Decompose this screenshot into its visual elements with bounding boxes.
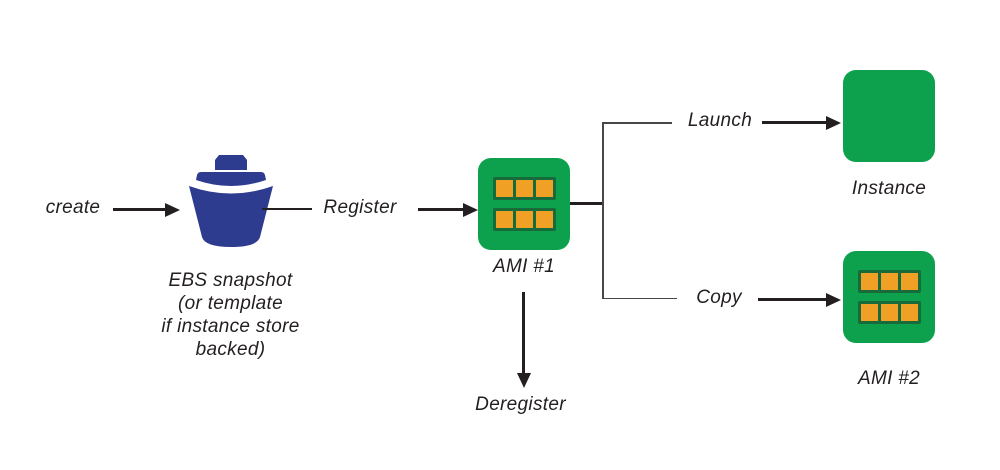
ami-1-label: AMI #1 [493, 256, 555, 277]
bucket-register-line [262, 208, 312, 210]
chip [515, 180, 533, 197]
arrowhead-icon [826, 292, 841, 307]
arrow-shaft [113, 208, 165, 211]
bucket-icon [189, 155, 273, 247]
register-arrow [418, 202, 478, 217]
create-arrow [113, 202, 180, 217]
chip [900, 304, 918, 321]
chip [900, 273, 918, 290]
launch-branch-line [602, 122, 672, 124]
ebs-caption-line-1: EBS snapshot [168, 270, 293, 291]
ami-2-label: AMI #2 [858, 368, 920, 389]
copy-arrow [758, 292, 841, 307]
ebs-caption-line-4: backed) [195, 339, 266, 360]
chip-row [857, 301, 921, 324]
copy-branch-line [602, 297, 677, 299]
arrow-shaft [758, 298, 826, 301]
ami-branch-stub-line [570, 202, 603, 205]
arrowhead-icon [463, 202, 478, 217]
launch-arrow [762, 115, 841, 130]
chip [860, 273, 878, 290]
create-label: create [45, 197, 101, 218]
arrow-shaft [762, 121, 826, 124]
ami-2-icon [843, 251, 935, 343]
chip [860, 304, 878, 321]
chip [495, 180, 513, 197]
chip [535, 180, 553, 197]
arrow-shaft [522, 292, 525, 373]
chip-row [492, 177, 556, 200]
arrowhead-icon [516, 373, 531, 388]
ebs-caption-line-2: (or template [178, 293, 283, 314]
ebs-caption-line-3: if instance store [161, 316, 300, 337]
instance-icon [843, 70, 935, 162]
chip [880, 273, 898, 290]
chip [880, 304, 898, 321]
chip [515, 211, 533, 228]
deregister-label: Deregister [475, 394, 566, 415]
arrow-shaft [418, 208, 463, 211]
ami-1-icon [478, 158, 570, 250]
register-label: Register [323, 197, 397, 218]
instance-label: Instance [851, 178, 927, 199]
ebs-snapshot-caption: EBS snapshot (or template if instance st… [128, 269, 333, 361]
deregister-arrow [516, 292, 531, 388]
chip-row [857, 270, 921, 293]
chip [535, 211, 553, 228]
chip-row [492, 208, 556, 231]
copy-label: Copy [696, 287, 742, 308]
launch-label: Launch [687, 110, 753, 131]
arrowhead-icon [165, 202, 180, 217]
branch-vertical-line [602, 122, 604, 299]
chip [495, 211, 513, 228]
arrowhead-icon [826, 115, 841, 130]
